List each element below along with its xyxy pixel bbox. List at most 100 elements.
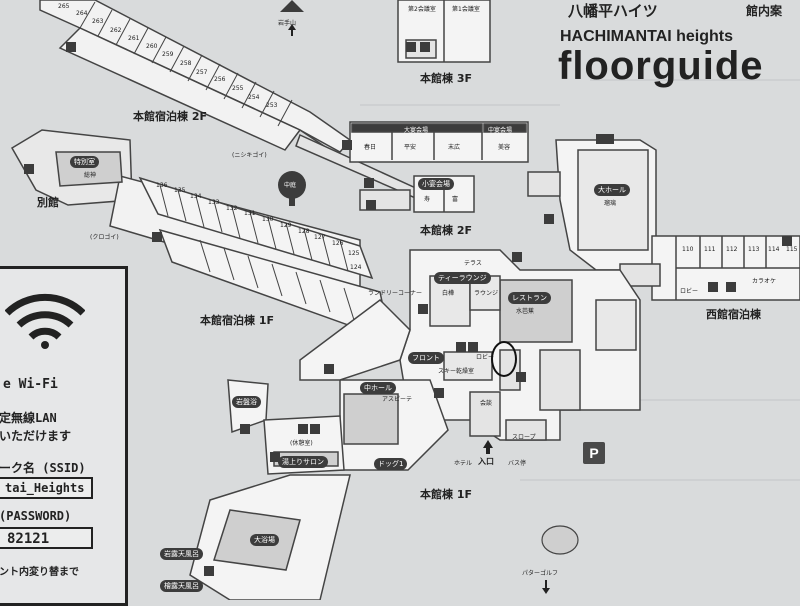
room-number: 265 — [58, 3, 70, 10]
ssid-box: tai_Heights — [0, 477, 93, 499]
brand-tail: 館内案 — [746, 4, 783, 18]
main-1f-block — [399, 249, 641, 441]
room-number: 256 — [214, 76, 226, 83]
mountain-icon — [280, 0, 304, 12]
room-number: 114 — [768, 246, 780, 253]
brand-header: 八幡平ハイツ 館内案 — [556, 0, 796, 22]
restroom-icons — [298, 42, 718, 434]
room-number: 131 — [244, 210, 256, 217]
label-west-lobby: ロビー — [680, 288, 699, 295]
banquet-room: 平安 — [404, 144, 417, 151]
label-doggu: ドッグ1 — [374, 458, 408, 470]
room-number: 132 — [226, 205, 238, 212]
label-laundry: ランドリーコーナー — [368, 290, 423, 297]
label-fuji: 富 — [452, 196, 459, 203]
room-number: 255 — [232, 85, 244, 92]
banquet-block — [349, 121, 529, 213]
label-karaoke: カラオケ — [752, 278, 777, 285]
label-kotobuki: 寿 — [424, 196, 431, 203]
label-medium-hall: 小宴会場 — [418, 178, 454, 190]
label-beauty: 美容 — [498, 144, 511, 151]
room-number: 136 — [156, 182, 168, 189]
label-iwaburo: 岩盤浴 — [232, 396, 261, 408]
password-value: 82121 — [7, 531, 50, 547]
room-number: 110 — [682, 246, 694, 253]
room-number: 262 — [110, 27, 122, 34]
banquet-room: 末広 — [448, 144, 461, 151]
label-daiyokujo: 大浴場 — [250, 534, 279, 546]
lodging-2f-corridor — [39, 0, 421, 202]
room-dividers-upper — [79, 1, 293, 127]
room-number: 115 — [786, 246, 798, 253]
room-number: 124 — [350, 264, 362, 271]
tree-icon — [278, 171, 306, 206]
label-lobby: ロビー — [476, 354, 495, 361]
wifi-label: e Wi-Fi — [3, 377, 58, 392]
password-box: 82121 — [0, 527, 93, 549]
label-lounge: ラウンジ — [474, 290, 499, 297]
brand-name: 八幡平ハイツ — [568, 3, 658, 20]
label-central-hall: 中ホール — [360, 382, 396, 394]
label-outdoor-2: 檜露天風呂 — [160, 580, 203, 592]
room-number: 254 — [248, 94, 260, 101]
label-entrance: 入口 — [478, 457, 494, 466]
label-small-banquet: 中宴会場 — [488, 127, 513, 134]
wifi-line-1: 定無線LAN — [0, 411, 57, 425]
room-number: 134 — [190, 193, 202, 200]
label-ski-room: スキー乾燥室 — [438, 368, 475, 375]
label-putter-golf: パターゴルフ — [522, 570, 559, 577]
label-lodging-2f: 本館宿泊棟 2F — [133, 110, 207, 123]
label-west-wing: 西館宿泊棟 — [706, 308, 761, 321]
room-number: 253 — [266, 102, 278, 109]
banquet-room: 春日 — [364, 144, 377, 151]
highlight-circle — [491, 341, 517, 377]
room-number: 257 — [196, 69, 208, 76]
room-number: 113 — [748, 246, 760, 253]
meeting-room: 第2会議室 — [408, 6, 436, 13]
room-number: 112 — [726, 246, 738, 253]
room-number: 125 — [348, 250, 360, 257]
room-number: 128 — [298, 228, 310, 235]
room-number: 264 — [76, 10, 88, 17]
label-main-2f: 本館棟 2F — [420, 224, 472, 237]
room-dividers-lower — [159, 184, 355, 321]
wifi-footer: ント内変り替まで — [0, 567, 79, 578]
label-terrace: テラス — [464, 260, 482, 267]
wifi-panel: e Wi-Fi 定無線LAN いただけます ーク名 (SSID) tai_Hei… — [0, 266, 128, 606]
room-number: 127 — [314, 234, 326, 241]
password-label: (PASSWORD) — [0, 509, 72, 523]
room-number: 263 — [92, 18, 104, 25]
label-suiga: 水芭蕉 — [516, 308, 535, 315]
label-big-hall: 大ホール — [594, 184, 630, 196]
label-aspiite: アスピーテ — [382, 396, 413, 403]
label-bus-stop: バス停 — [508, 460, 527, 467]
label-outdoor-1: 岩露天風呂 — [160, 548, 203, 560]
label-main-3f: 本館棟 3F — [420, 72, 472, 85]
label-tea-corner: ティーラウンジ — [434, 272, 491, 284]
label-hotel: ホテル — [454, 460, 473, 467]
wifi-icon — [5, 293, 85, 349]
label-nakaniwa: 中庭 — [284, 182, 297, 189]
label-lodging-1f: 本館宿泊棟 1F — [200, 314, 274, 327]
big-hall — [527, 139, 657, 271]
label-yu-agari: 湯上りサロン — [278, 456, 328, 468]
label-nishikigoi: (ニシキゴイ) — [232, 152, 267, 159]
room-number: 111 — [704, 246, 716, 253]
label-suite: 総神 — [84, 172, 97, 179]
english-name: HACHIMANTAI heights — [560, 28, 734, 45]
label-ruri: 瑠璃 — [604, 200, 617, 207]
room-number: 260 — [146, 43, 158, 50]
putter-golf-area — [541, 525, 579, 555]
label-special-room: 特別室 — [70, 156, 99, 168]
wifi-line-2: いただけます — [0, 429, 72, 443]
room-number: 126 — [332, 240, 344, 247]
floorguide-title: floorguide — [558, 44, 764, 88]
label-annex: 別館 — [37, 196, 59, 209]
ssid-label: ーク名 (SSID) — [0, 461, 86, 475]
room-number: 258 — [180, 60, 192, 67]
label-restaurant: レストラン — [508, 292, 551, 304]
label-hakuhou: 白樺 — [442, 290, 455, 297]
label-main-1f: 本館棟 1F — [420, 488, 472, 501]
parking-icon: P — [583, 442, 605, 464]
